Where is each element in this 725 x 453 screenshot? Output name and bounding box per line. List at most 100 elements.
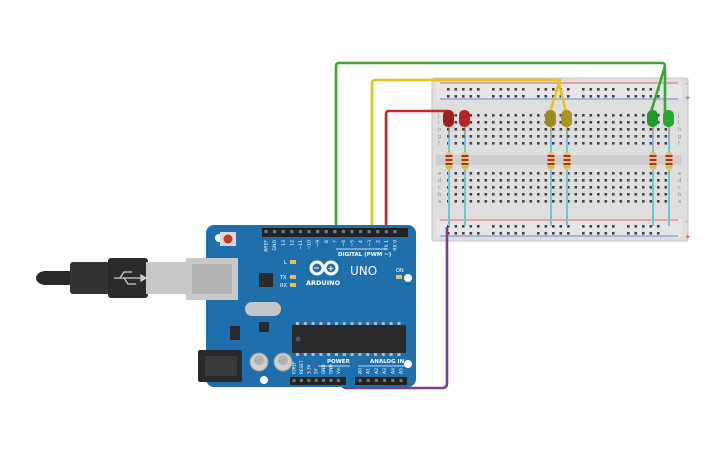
power-pin-label: RESET xyxy=(299,360,304,374)
pin-hole[interactable] xyxy=(341,230,345,234)
digital-pin-label: 2 xyxy=(375,240,381,243)
row-letter: f xyxy=(438,141,440,147)
usb-cable xyxy=(36,258,210,298)
row-letter: e xyxy=(438,171,441,177)
pin-hole[interactable] xyxy=(290,230,294,234)
wires xyxy=(334,61,667,390)
power-pin-label: IOREF xyxy=(292,361,297,374)
pin-hole[interactable] xyxy=(366,379,370,382)
pin-hole[interactable] xyxy=(359,230,363,234)
row-letter: d xyxy=(678,178,681,184)
l-led-label: L xyxy=(284,260,287,266)
power-pin-label: GND xyxy=(329,364,334,374)
analog-pin-label: A3 xyxy=(382,368,388,374)
pin-hole[interactable] xyxy=(333,230,337,234)
on-led-label: ON xyxy=(396,268,404,274)
led-green-2 xyxy=(663,110,674,140)
pin-hole[interactable] xyxy=(307,379,311,382)
rail-minus-label-bottom: - xyxy=(685,218,688,226)
row-letter: i xyxy=(438,120,439,126)
digital-pin-label: ~10 xyxy=(307,240,313,250)
digital-pin-label: 7 xyxy=(332,240,338,243)
row-letter: c xyxy=(438,185,441,191)
row-letter: f xyxy=(678,141,680,147)
row-letter: g xyxy=(678,134,681,140)
pin-hole[interactable] xyxy=(329,379,333,382)
power-pin-label: 3.3V xyxy=(306,364,311,374)
analog-pin-label: A0 xyxy=(358,368,364,374)
pin-hole[interactable] xyxy=(358,379,362,382)
power-pin-label: GND xyxy=(321,364,326,374)
pin-hole[interactable] xyxy=(281,230,285,234)
pin-hole[interactable] xyxy=(264,230,268,234)
row-letter: d xyxy=(438,178,441,184)
resistors xyxy=(445,138,673,226)
logo-plus: + xyxy=(328,264,335,273)
digital-pin-label: 4 xyxy=(358,240,364,243)
row-letter: b xyxy=(678,192,681,198)
pin-hole[interactable] xyxy=(307,230,311,234)
resistor xyxy=(665,152,673,170)
pin-hole[interactable] xyxy=(376,230,380,234)
mount-hole-icon xyxy=(260,376,268,384)
pin-hole[interactable] xyxy=(350,230,354,234)
pin-hole[interactable] xyxy=(292,379,296,382)
atmega-chip xyxy=(292,325,406,353)
resistor xyxy=(649,152,657,170)
resistor xyxy=(563,152,571,170)
pin-hole[interactable] xyxy=(324,230,328,234)
analog-pin-label: A5 xyxy=(399,368,405,374)
power-pin-header[interactable] xyxy=(290,377,346,385)
rail-plus-label-top: + xyxy=(685,94,691,102)
usb-icon xyxy=(114,271,148,285)
digital-pin-label: 8 xyxy=(324,240,330,243)
tx-led-label: TX xyxy=(279,275,287,281)
digital-pin-label: GND xyxy=(272,240,278,251)
digital-pin-label: ~9 xyxy=(315,240,321,247)
led-green-1 xyxy=(647,110,658,140)
reset-button[interactable] xyxy=(220,232,236,246)
pin-hole[interactable] xyxy=(367,230,371,234)
row-letter: b xyxy=(438,192,441,198)
rail-minus-label-top: - xyxy=(685,80,688,88)
arduino-logo-icon xyxy=(309,260,339,276)
row-letter: h xyxy=(678,127,681,133)
row-letter: c xyxy=(678,185,681,191)
pin-hole[interactable] xyxy=(298,230,302,234)
pin-hole[interactable] xyxy=(336,379,340,382)
digital-pin-label: ~11 xyxy=(298,240,304,250)
pin-hole[interactable] xyxy=(393,230,397,234)
row-letter: a xyxy=(678,199,681,205)
model-label: UNO xyxy=(350,264,377,278)
row-letter: j xyxy=(677,113,679,119)
digital-pin-label: AREF xyxy=(264,240,270,252)
pin-hole[interactable] xyxy=(314,379,318,382)
digital-label: DIGITAL (PWM ~) xyxy=(338,252,392,258)
pin-hole[interactable] xyxy=(273,230,277,234)
pin-hole[interactable] xyxy=(391,379,395,382)
pin-hole[interactable] xyxy=(322,379,326,382)
rail-plus-label-bottom: + xyxy=(685,233,691,241)
pin-hole[interactable] xyxy=(384,230,388,234)
wire-yellow-branch xyxy=(432,78,562,113)
wire-yellow xyxy=(370,78,568,234)
pin-hole[interactable] xyxy=(374,379,378,382)
analog-label: ANALOG IN xyxy=(370,359,405,365)
led-red-1 xyxy=(443,110,454,140)
digital-pin-label: 13 xyxy=(281,240,287,246)
power-pin-label: Vin xyxy=(336,367,341,374)
pin-hole[interactable] xyxy=(316,230,320,234)
usb-chip xyxy=(259,273,273,287)
pin-hole[interactable] xyxy=(399,379,403,382)
pin-hole[interactable] xyxy=(383,379,387,382)
analog-pin-header[interactable] xyxy=(355,377,407,385)
resistor xyxy=(445,152,453,170)
pin-hole[interactable] xyxy=(299,379,303,382)
logo-minus: − xyxy=(313,264,320,273)
